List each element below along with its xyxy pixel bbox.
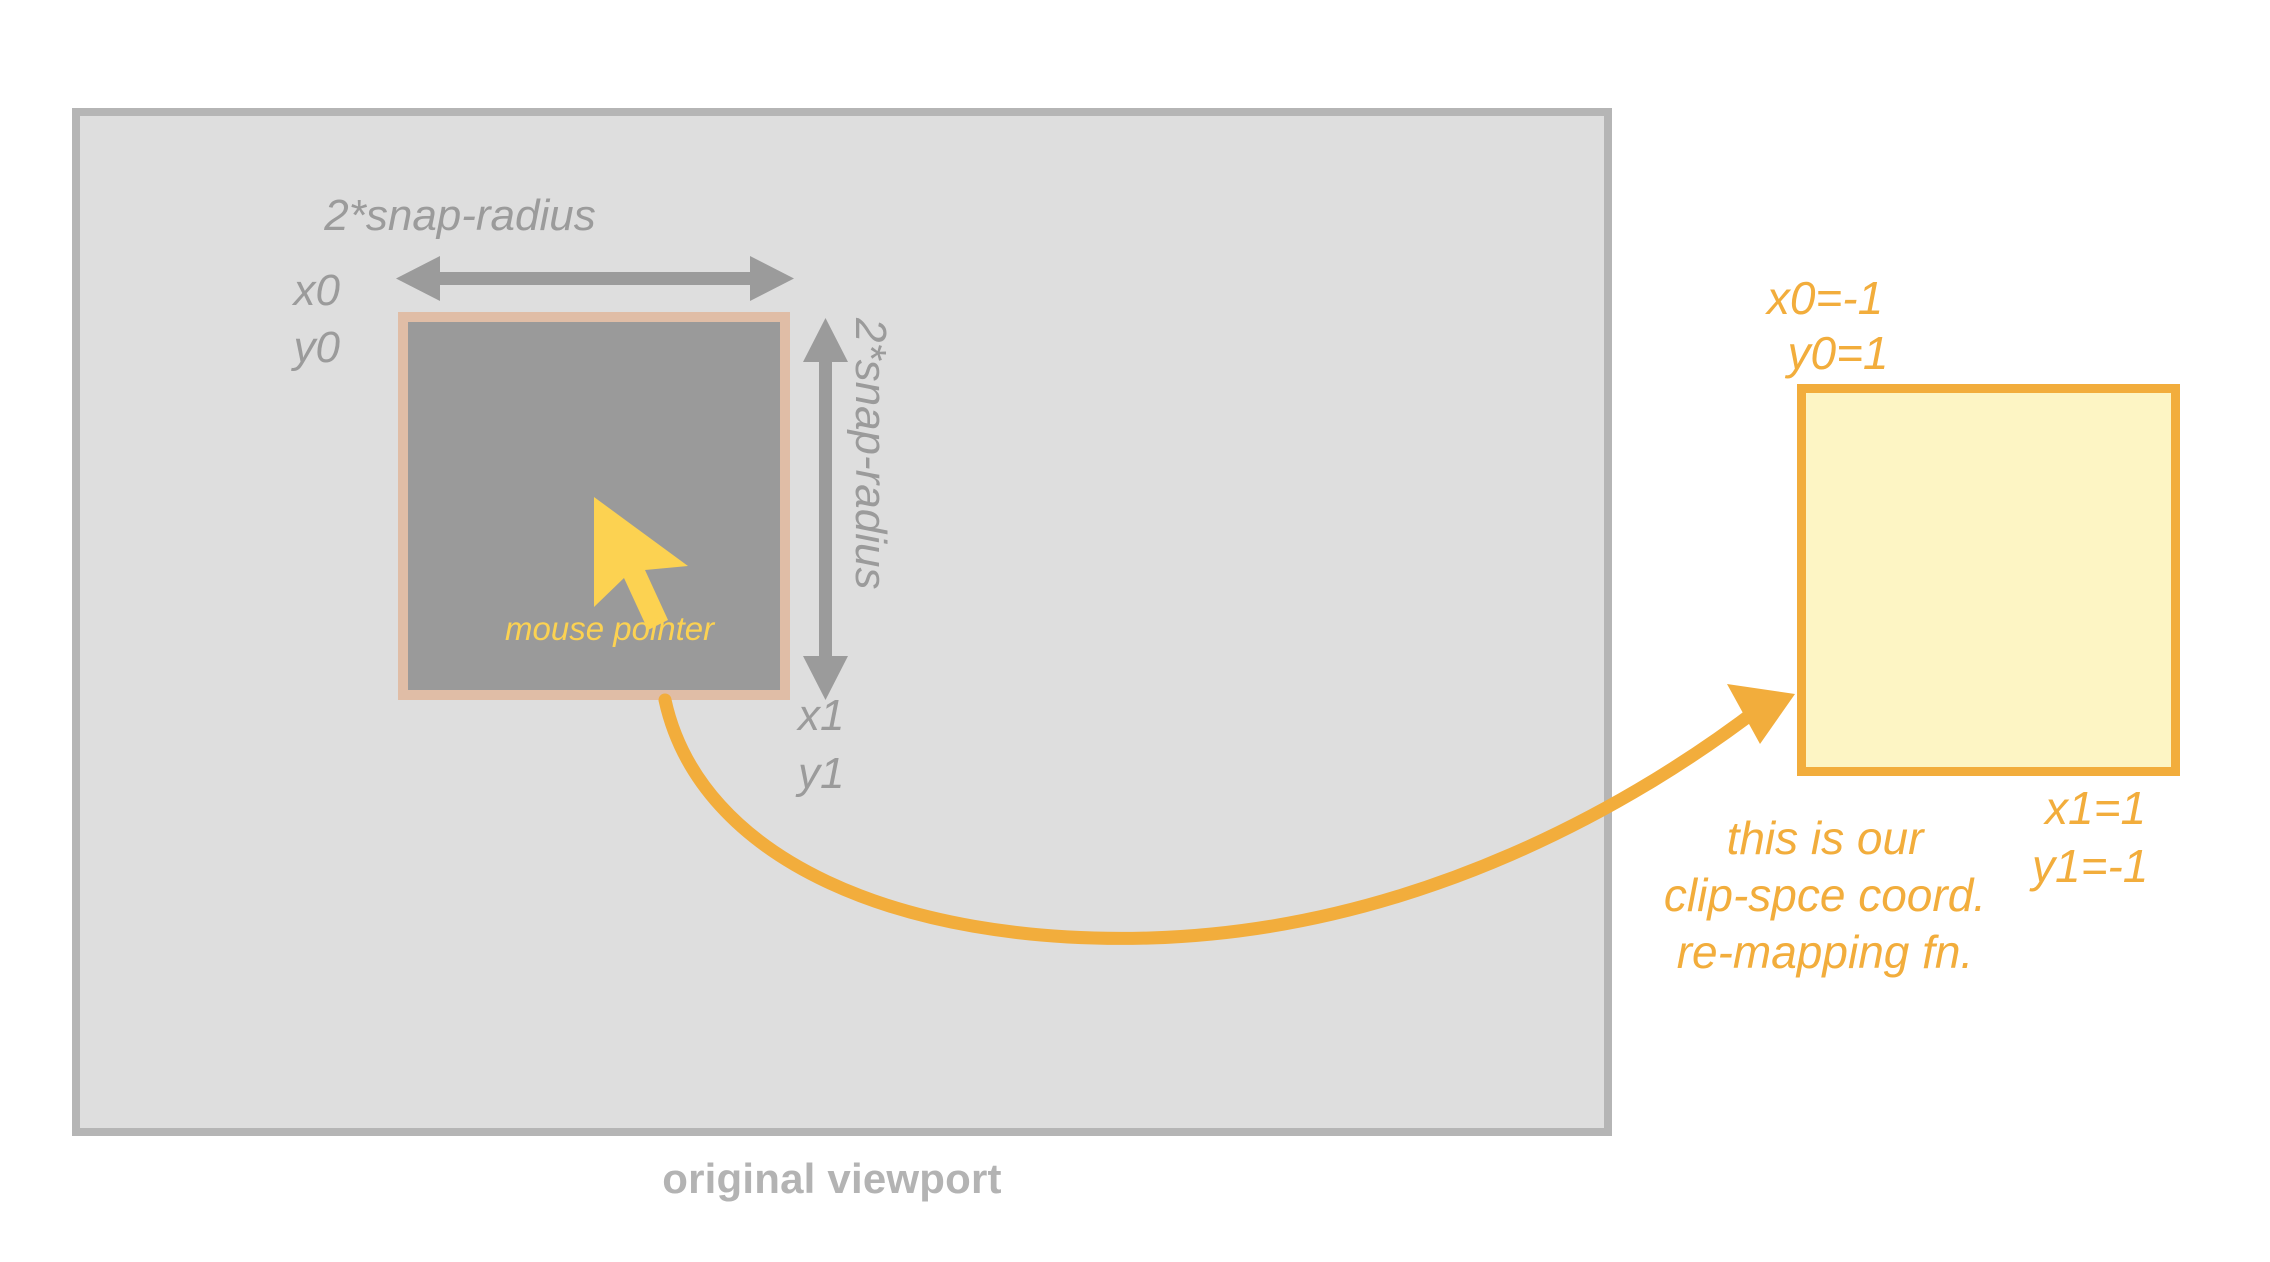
original-viewport-rect [72, 108, 1612, 1136]
remapping-note-line-2: clip-spce coord. [1663, 869, 1987, 922]
snap-radius-width-label: 2*snap-radius [324, 191, 596, 240]
mouse-pointer-label: mouse pointer [505, 610, 715, 647]
snap-box-y1-label: y1 [798, 749, 845, 798]
original-viewport-caption: original viewport [662, 1155, 1002, 1202]
snap-radius-height-label: 2*snap-radius [846, 318, 895, 590]
clip-box-x1-label: x1=1 [2045, 782, 2147, 834]
remapping-note: this is our clip-spce coord. re-mapping … [1630, 810, 2020, 981]
mouse-pointer-icon [594, 497, 688, 630]
snap-box-x1-label: x1 [798, 691, 845, 740]
clip-box-y0-label: y0=1 [1787, 327, 1889, 379]
remapping-note-line-1: this is our [1726, 812, 1924, 864]
horizontal-dimension-arrow [396, 256, 794, 301]
snap-box-x0-label: x0 [293, 266, 340, 315]
clip-box-y1-label: y1=-1 [2032, 840, 2149, 892]
remapping-note-line-3: re-mapping fn. [1676, 926, 1974, 979]
snap-box-y0-label: y0 [293, 323, 340, 372]
remapping-curve-arrow [658, 684, 1795, 945]
vertical-dimension-arrow [803, 318, 848, 700]
clip-box-x0-label: x0=-1 [1766, 272, 1884, 324]
clip-space-box [1797, 384, 2180, 776]
